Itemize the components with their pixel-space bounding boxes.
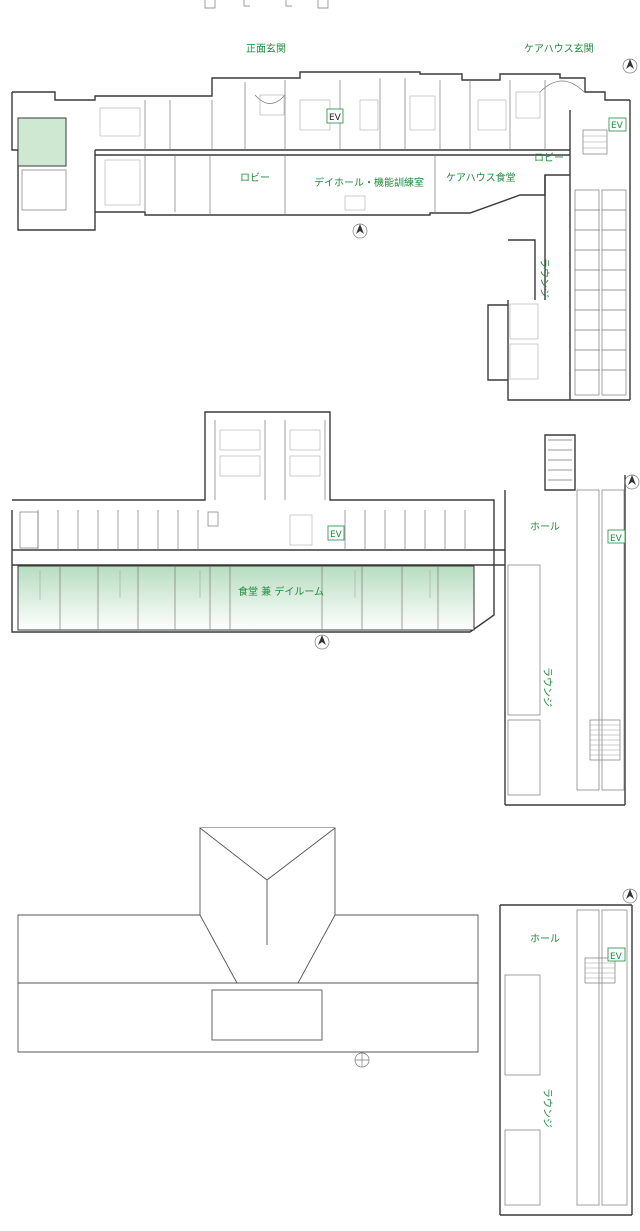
label-hall-f2: ホール — [530, 521, 560, 533]
compass-icon — [622, 58, 638, 74]
compass-icon — [352, 223, 368, 239]
label-lobby-left: ロビー — [240, 172, 270, 184]
compass-icon — [622, 888, 638, 904]
floor-2-plan — [11, 411, 640, 806]
label-carehouse-dining: ケアハウス食堂 — [446, 171, 516, 184]
label-ev-f1-right: EV — [611, 121, 624, 131]
label-ev-f3-right: EV — [610, 952, 623, 962]
compass-icon — [354, 1052, 370, 1068]
label-ev-f1-center: EV — [329, 113, 342, 123]
compass-icon — [314, 634, 330, 650]
label-lounge-f3: ラウンジ — [541, 1088, 553, 1128]
label-main-entrance: 正面玄関 — [246, 42, 286, 55]
label-ev-f2-center: EV — [330, 530, 343, 540]
label-lounge-f2: ラウンジ — [541, 667, 553, 707]
floor-3-plan — [17, 827, 638, 1216]
compass-icon — [624, 474, 640, 490]
label-day-hall: デイホール・機能訓練室 — [314, 176, 424, 189]
label-lobby-right: ロビー — [534, 152, 564, 164]
label-carehouse-entrance: ケアハウス玄関 — [524, 42, 594, 55]
label-ev-f2-right: EV — [610, 534, 623, 544]
label-hall-f3: ホール — [530, 933, 560, 945]
label-dining-dayroom: 食堂 兼 デイルーム — [238, 585, 324, 598]
label-lounge-f1: ラウンジ — [538, 258, 550, 298]
floor-1-plan — [11, 0, 638, 401]
